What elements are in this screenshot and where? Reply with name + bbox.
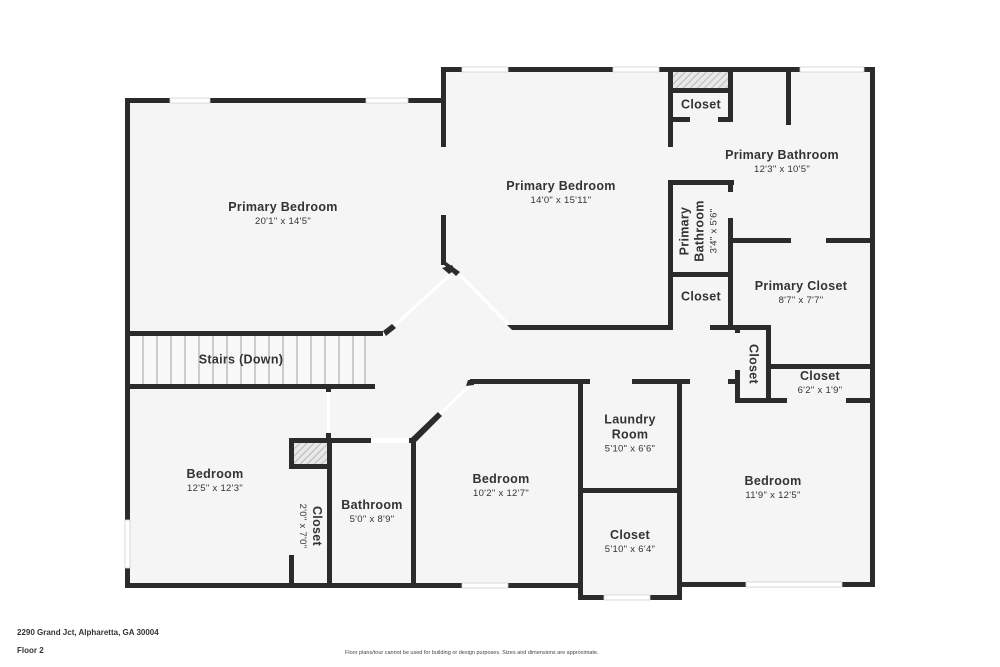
room-name: Closet [609, 528, 651, 542]
disclaimer-text: Floor plans/tour cannot be used for buil… [345, 650, 599, 656]
room-name: Primary Bedroom [506, 179, 616, 193]
room-name: Closet [680, 97, 722, 112]
room-dimensions: 10'2" x 12'7" [472, 488, 529, 499]
address-text: 2290 Grand Jct, Alpharetta, GA 30004 [17, 628, 159, 637]
room-laundry: Laundry Room 5'10" x 6'6" [600, 413, 660, 456]
room-bathroom: Bathroom 5'0" x 8'9" [341, 498, 402, 526]
shaft-hatch-bottom [294, 443, 327, 464]
room-bedroom-right: Bedroom 11'9" x 12'5" [745, 474, 802, 502]
room-dimensions: 2'0" x 7'0" [297, 503, 308, 549]
room-primary-bathroom-small: Primary Bathroom 3'4" x 5'6" [678, 196, 721, 266]
room-primary-closet: Primary Closet 8'7" x 7'7" [755, 279, 847, 307]
room-closet-small: Closet 6'2" x 1'9" [798, 369, 843, 397]
room-bedroom-mid: Bedroom 10'2" x 12'7" [473, 472, 530, 500]
room-dimensions: 12'3" x 10'5" [753, 164, 811, 175]
room-name: Primary Bathroom [725, 148, 839, 162]
room-dimensions: 14'0" x 15'11" [530, 195, 592, 206]
room-name: Bedroom [744, 474, 802, 488]
stairs [130, 336, 366, 384]
room-closet-vertical: Closet [746, 344, 761, 384]
room-name: Bathroom [341, 498, 403, 512]
room-dimensions: 11'9" x 12'5" [745, 490, 801, 501]
room-name: Stairs (Down) [198, 352, 284, 367]
room-closet-bottom: Closet 5'10" x 6'4" [605, 528, 655, 556]
room-name: Laundry Room [604, 412, 656, 442]
room-name: Closet [746, 343, 761, 385]
room-name: Primary Closet [754, 279, 848, 293]
room-name: Closet [799, 369, 840, 383]
room-primary-bedroom-2: Primary Bedroom 14'0" x 15'11" [506, 179, 615, 207]
room-dimensions: 12'5" x 12'3" [186, 483, 243, 494]
room-closet-top: Closet [681, 98, 721, 113]
interior-walls [125, 67, 875, 586]
room-dimensions: 20'1" x 14'5" [254, 216, 311, 227]
room-dimensions: 8'7" x 7'7" [778, 295, 824, 306]
room-name: Closet [680, 289, 722, 304]
room-closet-mid: Closet [681, 290, 721, 305]
room-primary-bedroom-1: Primary Bedroom 20'1" x 14'5" [228, 200, 337, 228]
room-primary-bathroom: Primary Bathroom 12'3" x 10'5" [725, 148, 839, 176]
room-dimensions: 5'0" x 8'9" [349, 514, 395, 525]
room-dimensions: 5'10" x 6'4" [604, 544, 656, 555]
room-name: Closet [310, 505, 324, 546]
room-bedroom-left: Bedroom 12'5" x 12'3" [187, 467, 244, 495]
windows [124, 66, 865, 601]
floor-label: Floor 2 [17, 646, 44, 655]
room-name: Bedroom [186, 467, 244, 481]
room-dimensions: 6'2" x 1'9" [797, 385, 843, 396]
shaft-hatch-top [673, 72, 728, 88]
room-name: Bedroom [472, 472, 530, 486]
room-name: Primary Bathroom [677, 200, 707, 262]
room-stairs: Stairs (Down) [199, 353, 283, 368]
room-dimensions: 3'4" x 5'6" [708, 208, 720, 254]
room-closet-left: Closet 2'0" x 7'0" [296, 504, 324, 549]
room-name: Primary Bedroom [228, 200, 338, 214]
room-dimensions: 5'10" x 6'6" [604, 443, 656, 455]
